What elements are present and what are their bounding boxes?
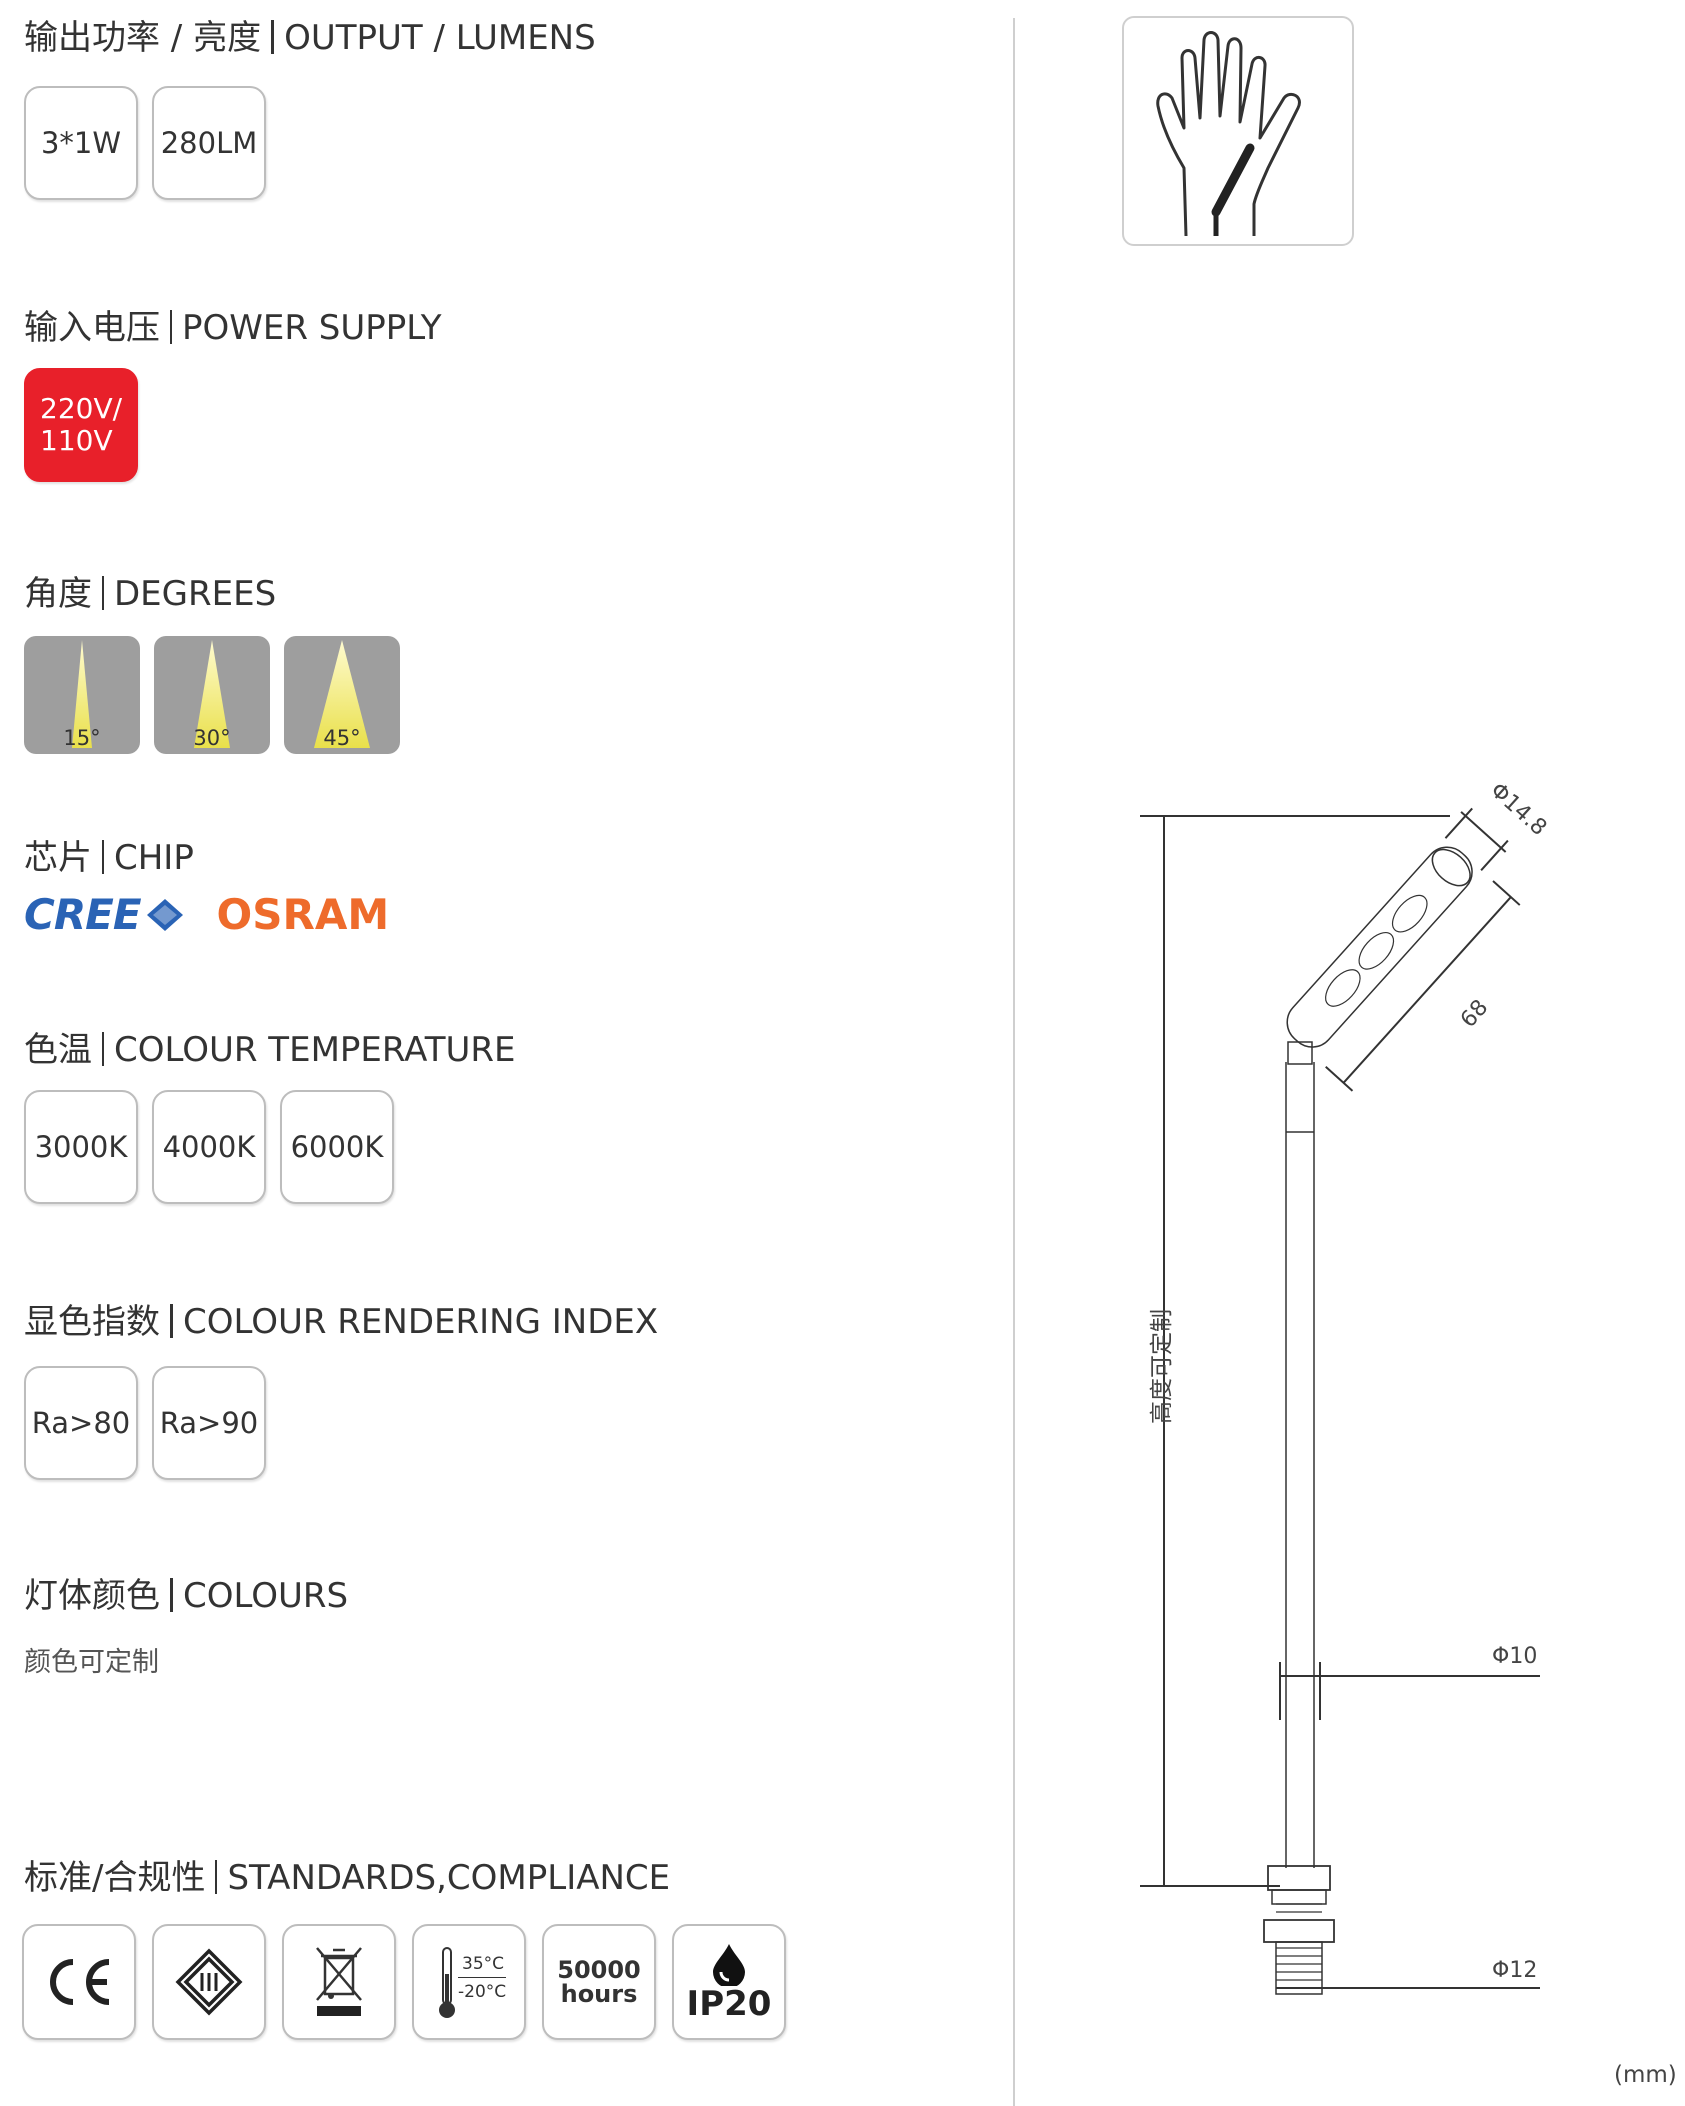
heading-separator — [102, 840, 104, 874]
degrees-heading: 角度 DEGREES — [24, 574, 276, 614]
heading-separator — [170, 1578, 173, 1612]
cct-heading: 色温 COLOUR TEMPERATURE — [24, 1030, 516, 1070]
power-options: 220V/ 110V — [24, 368, 138, 482]
colours-note: 颜色可定制 — [24, 1647, 159, 1678]
chip-title-en: CHIP — [114, 838, 194, 878]
output-option-lumens: 280LM — [152, 86, 266, 200]
output-heading: 输出功率 / 亮度 OUTPUT / LUMENS — [24, 18, 596, 58]
water-drop-icon — [713, 1944, 745, 1986]
thermometer-icon: 35°C -20°C — [412, 1924, 526, 2040]
cri-option-80: Ra>80 — [24, 1366, 138, 1480]
temp-high-label: 35°C — [462, 1954, 505, 1974]
column-divider — [1013, 18, 1015, 2106]
base-diameter-label: Φ12 — [1492, 1958, 1538, 1983]
beam-angle-label: 30° — [193, 726, 231, 750]
chip-brands: CREE OSRAM — [24, 890, 389, 939]
colours-heading: 灯体颜色 COLOURS — [24, 1576, 348, 1616]
standards-heading: 标准/合规性 STANDARDS,COMPLIANCE — [24, 1858, 670, 1898]
beam-angle-15: 15° — [24, 636, 140, 754]
cct-option-3000k: 3000K — [24, 1090, 138, 1204]
output-option-power: 3*1W — [24, 86, 138, 200]
heading-separator — [215, 1860, 218, 1894]
cree-logo: CREE — [24, 890, 142, 939]
stem-diameter-label: Φ10 — [1492, 1644, 1538, 1669]
beam-cone-icon — [72, 640, 92, 748]
lifespan-hours-number: 50000 — [557, 1956, 641, 1984]
cct-title-cn: 色温 — [24, 1030, 92, 1070]
output-title-en: OUTPUT / LUMENS — [284, 18, 596, 58]
cri-option-90: Ra>90 — [152, 1366, 266, 1480]
standards-title-cn: 标准/合规性 — [24, 1858, 206, 1898]
standards-title-en: STANDARDS,COMPLIANCE — [227, 1858, 671, 1898]
beam-angle-label: 15° — [63, 726, 101, 750]
lifespan-hours-unit: hours — [560, 1980, 638, 2008]
ip20-icon: IP20 — [672, 1924, 786, 2040]
power-heading: 输入电压 POWER SUPPLY — [24, 308, 441, 348]
ip-rating-label: IP20 — [686, 1984, 772, 2024]
temp-low-label: -20°C — [458, 1982, 507, 2002]
cri-title-cn: 显色指数 — [24, 1302, 160, 1342]
cri-heading: 显色指数 COLOUR RENDERING INDEX — [24, 1302, 658, 1342]
beam-angle-label: 45° — [323, 726, 361, 750]
standards-icons: 35°C -20°C 50000 hours IP20 — [22, 1924, 786, 2040]
output-title-cn: 输出功率 / 亮度 — [24, 18, 262, 58]
heading-separator — [271, 20, 275, 54]
heading-separator — [170, 1304, 173, 1338]
output-options: 3*1W 280LM — [24, 86, 266, 200]
heading-separator — [102, 1032, 104, 1066]
colours-title-cn: 灯体颜色 — [24, 1576, 160, 1616]
cct-title-en: COLOUR TEMPERATURE — [114, 1030, 516, 1070]
lifespan-icon: 50000 hours — [542, 1924, 656, 2040]
cct-option-6000k: 6000K — [280, 1090, 394, 1204]
class-iii-icon — [152, 1924, 266, 2040]
beam-angle-45: 45° — [284, 636, 400, 754]
degrees-title-cn: 角度 — [24, 574, 92, 614]
beam-angle-30: 30° — [154, 636, 270, 754]
cri-options: Ra>80 Ra>90 — [24, 1366, 266, 1480]
chip-heading: 芯片 CHIP — [24, 838, 194, 878]
osram-logo: OSRAM — [216, 890, 390, 939]
cri-title-en: COLOUR RENDERING INDEX — [183, 1302, 659, 1342]
chip-title-cn: 芯片 — [24, 838, 92, 878]
hand-size-reference-icon — [1122, 16, 1354, 246]
temp-divider — [458, 1977, 506, 1978]
power-option-voltage: 220V/ 110V — [24, 368, 138, 482]
degrees-options: 15° 30° 45° — [24, 636, 400, 754]
weee-bin-icon — [282, 1924, 396, 2040]
heading-separator — [170, 310, 172, 344]
power-title-cn: 输入电压 — [24, 308, 160, 348]
heading-separator — [102, 576, 104, 610]
beam-cone-icon — [314, 640, 370, 748]
colours-title-en: COLOURS — [183, 1576, 349, 1616]
unit-label: (mm) — [1614, 2062, 1677, 2088]
beam-cone-icon — [194, 640, 230, 748]
voltage-line-2: 110V — [40, 424, 113, 457]
height-customizable-label: 高度可定制 — [1149, 1309, 1175, 1424]
voltage-line-1: 220V/ — [40, 392, 123, 425]
degrees-title-en: DEGREES — [114, 574, 277, 614]
cct-options: 3000K 4000K 6000K — [24, 1090, 394, 1204]
cct-option-4000k: 4000K — [152, 1090, 266, 1204]
cree-diamond-icon — [146, 898, 183, 931]
ce-mark-icon — [22, 1924, 136, 2040]
technical-drawing — [1140, 807, 1540, 1995]
power-title-en: POWER SUPPLY — [182, 308, 442, 348]
